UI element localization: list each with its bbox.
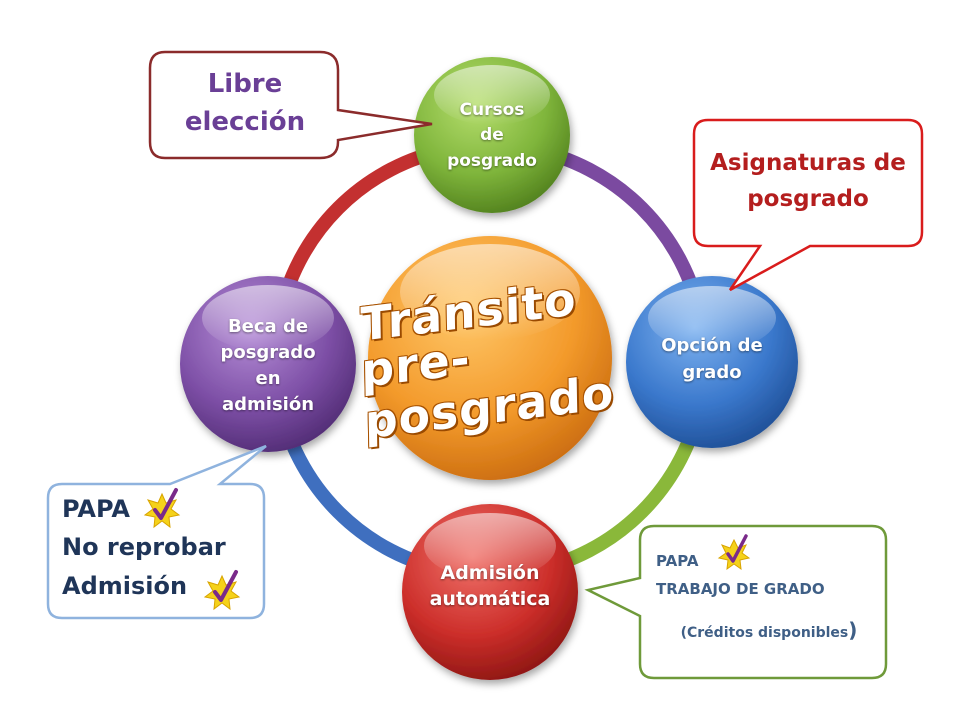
node-bottom-circle — [402, 504, 578, 680]
callout-beca-text: PAPA No reprobar Admisión — [62, 490, 258, 605]
node-right-line2: grado — [682, 362, 742, 383]
beca-req-admision: Admisión — [62, 571, 188, 600]
node-left-line4: admisión — [221, 394, 315, 416]
callout-libre-line1: Libre — [207, 69, 283, 99]
callout-asignaturas-text: Asignaturas de posgrado — [696, 146, 920, 217]
beca-req-no-reprobar: No reprobar — [62, 533, 226, 562]
node-top-line2: de — [480, 125, 504, 146]
callout-admision-requirements — [584, 524, 888, 680]
center-circle — [368, 236, 612, 480]
callout-libre-eleccion — [148, 50, 433, 160]
callout-asignaturas-line1: Asignaturas de — [710, 150, 906, 176]
node-right-line1: Opción de — [661, 335, 763, 356]
center-title: Tránsito pre- posgrado — [360, 271, 620, 449]
admision-req-creditos-close: ) — [848, 617, 858, 642]
callout-beca-requirements — [46, 444, 267, 620]
node-top-line1: Cursos — [459, 99, 525, 120]
callout-admision-text: PAPA TRABAJO DE GRADO (Créditos disponib… — [656, 548, 882, 649]
node-bottom-line2: automática — [429, 588, 551, 610]
callout-asignaturas-line2: posgrado — [747, 185, 869, 212]
check-badge-icon — [203, 570, 241, 611]
node-top-circle — [414, 57, 570, 213]
check-badge-icon — [143, 488, 181, 529]
admision-req-creditos-text: (Créditos disponibles — [680, 624, 849, 641]
node-right-circle — [626, 276, 798, 448]
callout-libre-text: Libre elección — [160, 66, 330, 141]
node-left-line2: posgrado — [220, 341, 316, 363]
check-badge-icon — [717, 534, 751, 571]
node-left-circle — [180, 276, 356, 452]
node-left-label: Beca de posgrado en admisión — [200, 300, 336, 432]
node-top-line3: posgrado — [447, 150, 537, 171]
callout-libre-line2: elección — [184, 106, 306, 137]
admision-req-trabajo: TRABAJO DE GRADO — [656, 579, 825, 598]
admision-req-creditos: (Créditos disponibles) — [656, 612, 882, 649]
node-left-line3: en — [255, 368, 281, 389]
node-bottom-line1: Admisión — [440, 562, 540, 585]
callout-asignaturas — [692, 118, 924, 292]
admision-req-papa: PAPA — [656, 552, 699, 570]
node-bottom-label: Admisión automática — [412, 552, 568, 622]
node-right-label: Opción de grado — [640, 318, 784, 400]
node-top-label: Cursos de posgrado — [432, 82, 552, 190]
node-left-line1: Beca de — [227, 315, 309, 337]
beca-req-papa: PAPA — [62, 495, 130, 523]
